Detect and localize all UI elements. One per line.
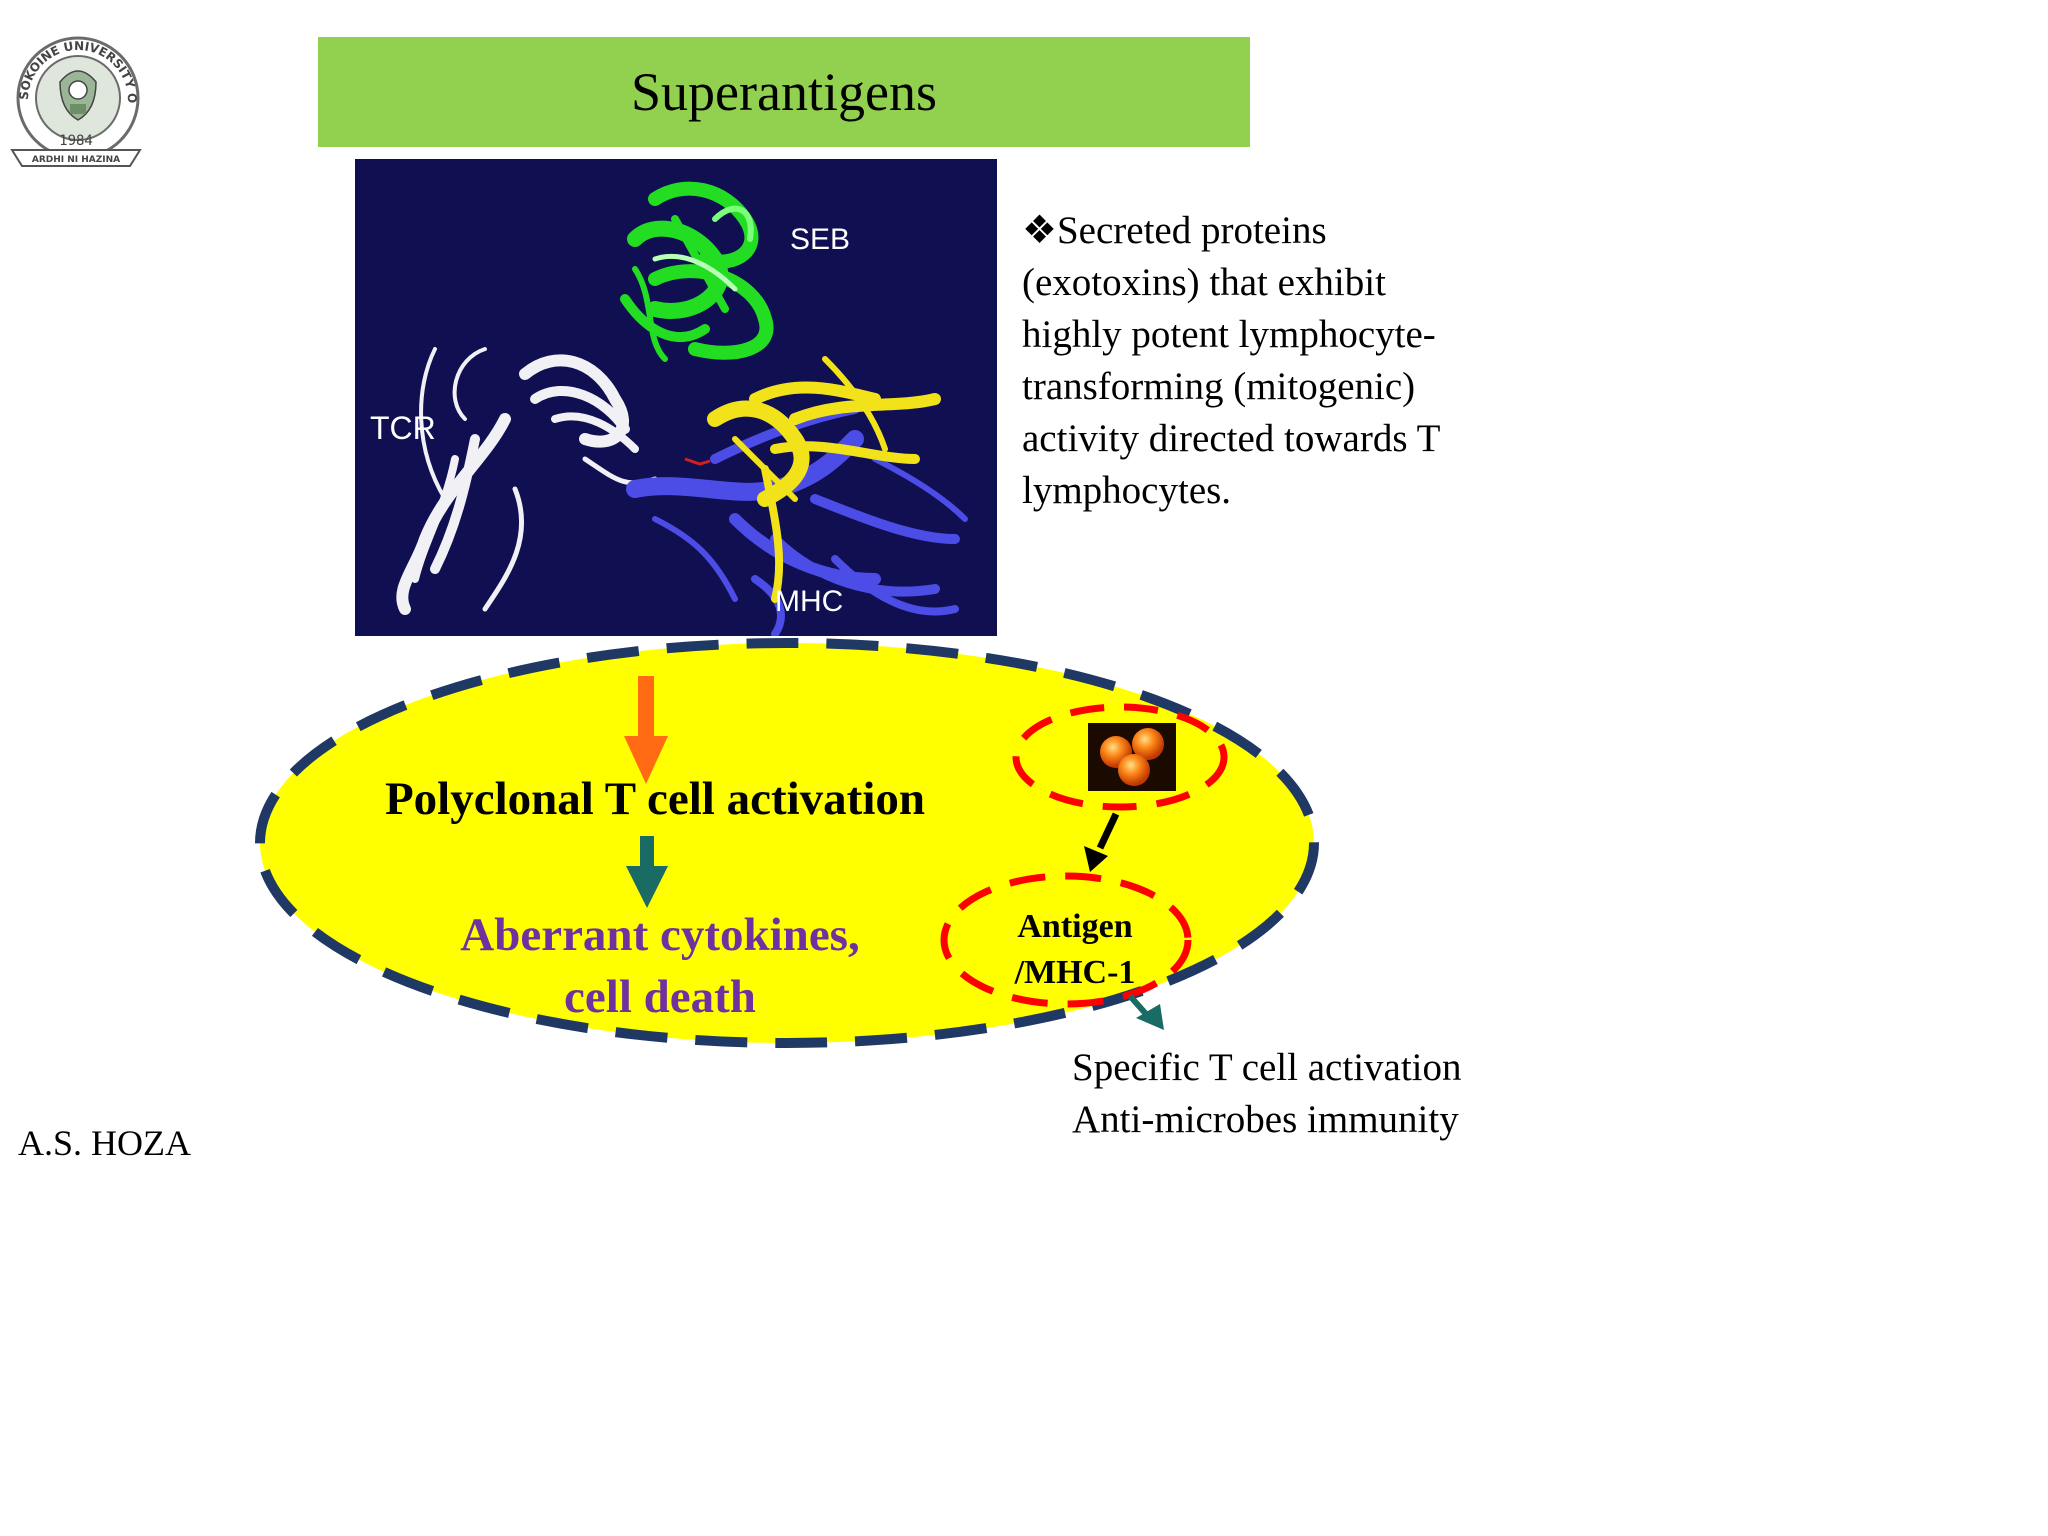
teal-down-arrow: [626, 836, 668, 908]
antigen-dashed-circle: [940, 872, 1192, 1008]
mhc-yellow-structure: [707, 356, 941, 603]
description-bullet: ❖Secreted proteins (exotoxins) that exhi…: [1022, 205, 1542, 517]
bullet-line-4: transforming (mitogenic): [1022, 365, 1416, 408]
activation-diagram: [255, 638, 1319, 1048]
bullet-line-5: activity directed towards T: [1022, 417, 1441, 460]
bullet-symbol-icon: ❖: [1022, 209, 1057, 252]
bullet-line-2: (exotoxins) that exhibit: [1022, 261, 1386, 304]
pathway-ellipse: [255, 638, 1319, 1048]
university-logo: SOKOINE UNIVERSITY OF AGRICULTURE 1984 A…: [0, 0, 150, 190]
seb-label: SEB: [790, 223, 850, 256]
protein-structure-image: SEB TCR MHC: [355, 159, 997, 636]
aberrant-label: Aberrant cytokines, cell death: [460, 909, 860, 1023]
bullet-line-6: lymphocytes.: [1022, 469, 1232, 512]
bacteria-image: [1088, 723, 1176, 791]
polyclonal-label: Polyclonal T cell activation: [384, 773, 926, 825]
bullet-line-1: ❖Secreted proteins: [1022, 209, 1327, 252]
teal-small-arrow: [1127, 994, 1164, 1030]
specific-activation-text: Specific T cell activation Anti-microbes…: [1072, 1046, 1462, 1141]
author-label: A.S. HOZA: [18, 1123, 192, 1163]
tcr-structure: [396, 347, 658, 615]
logo-motto: ARDHI NI HAZINA: [32, 155, 120, 165]
orange-down-arrow: [624, 676, 668, 784]
antigen-label: Antigen /MHC-1: [1014, 908, 1136, 991]
logo-year: 1984: [59, 133, 93, 149]
bacteria-dashed-circle: [1012, 703, 1228, 811]
seb-structure: [620, 181, 774, 362]
black-arrow: [1084, 812, 1120, 872]
title-bar: Superantigens: [318, 37, 1250, 147]
bullet-line-3: highly potent lymphocyte-: [1022, 313, 1436, 356]
mhc-label: MHC: [775, 585, 843, 618]
page-title: Superantigens: [631, 62, 937, 122]
tcr-label: TCR: [370, 410, 436, 446]
